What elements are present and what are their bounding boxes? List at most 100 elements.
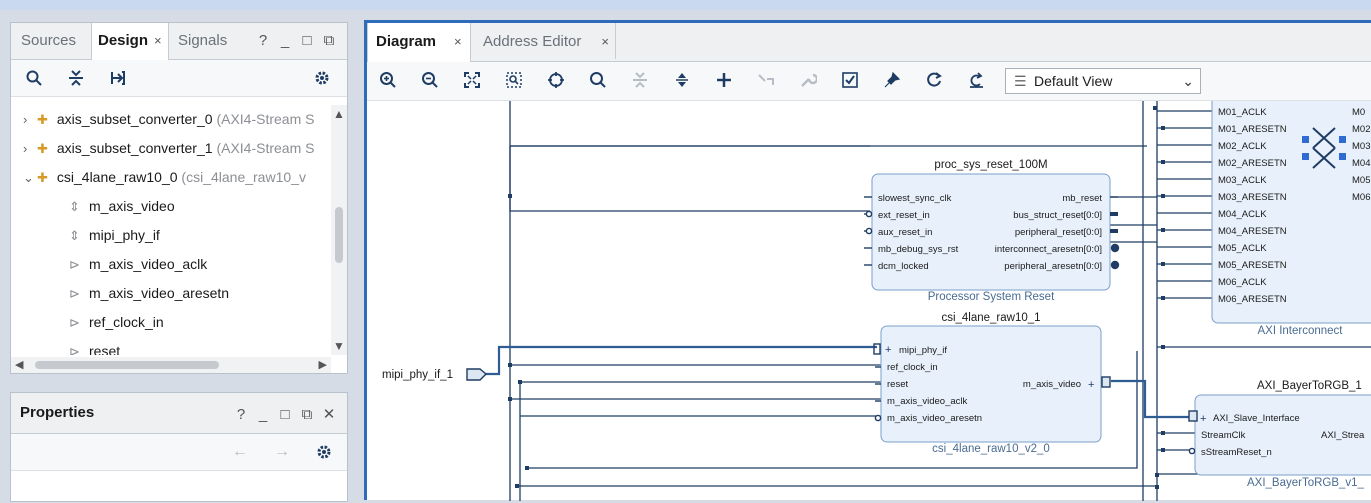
collapse-all-icon[interactable] [627, 68, 653, 92]
design-toolbar [11, 60, 347, 97]
float-icon[interactable]: ⧉ [323, 32, 335, 49]
crosshair-icon[interactable] [543, 68, 569, 92]
search-icon[interactable] [21, 66, 47, 90]
tab-signals[interactable]: Signals [178, 32, 228, 49]
block-body[interactable] [1194, 394, 1371, 476]
scroll-right-icon[interactable]: ▶ [318, 359, 327, 371]
tree-item[interactable]: ⇕m_axis_video [69, 192, 175, 221]
crossbar-icon [1302, 127, 1346, 169]
regenerate-layout-icon[interactable] [963, 68, 989, 92]
block-body[interactable] [1211, 101, 1371, 324]
port-shape[interactable] [466, 368, 488, 381]
wrench-icon[interactable] [795, 68, 821, 92]
block-subtitle: AXI_BayerToRGB_v1_ [1247, 477, 1365, 489]
properties-panel: Properties ? _ □ ⧉ ✕ ← → [10, 392, 348, 502]
pin-label: mipi_phy_if [899, 345, 947, 356]
scroll-down-icon[interactable]: ▼ [333, 339, 345, 353]
search-icon[interactable] [585, 68, 611, 92]
back-arrow-icon[interactable]: ← [232, 443, 248, 460]
scroll-left-icon[interactable]: ◀ [15, 359, 24, 371]
zoom-out-icon[interactable] [417, 68, 443, 92]
zoom-area-icon[interactable] [501, 68, 527, 92]
tree-item[interactable]: ›✚ axis_subset_converter_0 (AXI4-Stream … [23, 105, 314, 134]
proc-sys-reset-block[interactable]: proc_sys_reset_100M slowest_sync_clk ext… [871, 159, 1111, 303]
tab-diagram-label: Diagram [376, 33, 437, 50]
scroll-thumb[interactable] [335, 207, 343, 263]
expand-pin-icon[interactable]: + [1088, 379, 1094, 391]
scroll-thumb[interactable] [35, 361, 219, 369]
expand-pin-icon[interactable]: + [885, 344, 891, 356]
minimize-icon[interactable]: _ [258, 406, 268, 423]
refresh-icon[interactable] [921, 68, 947, 92]
csi-input-pins: mipi_phy_if ref_clock_in reset m_axis_vi… [887, 345, 982, 424]
pin-label: sStreamReset_n [1201, 447, 1272, 458]
close-icon[interactable]: × [454, 34, 462, 49]
chevron-right-icon[interactable]: › [23, 112, 28, 127]
pin-label: M03_ACLK [1218, 175, 1267, 186]
tree-item-label: m_axis_video_aclk [89, 256, 208, 272]
diagram-tabs: Diagram × Address Editor× [367, 23, 1371, 62]
close-icon[interactable]: × [601, 34, 609, 49]
pin-label: M04_ARESETN [1218, 226, 1287, 237]
tree-item[interactable]: ⌄✚ csi_4lane_raw10_0 (csi_4lane_raw10_v [23, 163, 306, 192]
expand-pin-icon[interactable]: + [1200, 413, 1206, 425]
pin-label: m_axis_video [1023, 379, 1081, 390]
validate-icon[interactable] [837, 68, 863, 92]
help-icon[interactable]: ? [236, 406, 246, 423]
expand-all-icon[interactable] [105, 66, 131, 90]
diagram-panel: Diagram × Address Editor× [364, 20, 1371, 503]
axi-bayer-block[interactable]: AXI_BayerToRGB_1 + AXI_Slave_Interface S… [1194, 380, 1371, 489]
chevron-down-icon[interactable]: ⌄ [23, 170, 34, 185]
horizontal-scrollbar[interactable]: ◀ ▶ [11, 357, 331, 373]
tree-item-desc: (csi_4lane_raw10_v [181, 169, 306, 185]
tree-item[interactable]: ›✚ axis_subset_converter_1 (AXI4-Stream … [23, 134, 314, 163]
gear-icon[interactable] [309, 66, 335, 90]
tree-item[interactable]: ⊳reset [69, 337, 120, 355]
tree-item[interactable]: ⊳m_axis_video_aclk [69, 250, 207, 279]
csi-block[interactable]: csi_4lane_raw10_1 + mipi_phy_if ref_cloc… [880, 312, 1102, 455]
pin-label: interconnect_aresetn[0:0] [995, 244, 1102, 255]
chevron-right-icon[interactable]: › [23, 141, 28, 156]
external-port-label[interactable]: mipi_phy_if_1 [382, 369, 453, 381]
axi-interconnect-block[interactable]: M01_ACLK M01_ARESETN M02_ACLK M02_ARESET… [1211, 101, 1371, 337]
expand-all-icon[interactable] [669, 68, 695, 92]
tree-item[interactable]: ⊳m_axis_video_aresetn [69, 279, 229, 308]
maximize-icon[interactable]: □ [280, 406, 290, 423]
maximize-icon[interactable]: □ [302, 32, 312, 49]
zoom-fit-icon[interactable] [459, 68, 485, 92]
pin-icon[interactable] [879, 68, 905, 92]
collapse-all-icon[interactable] [63, 66, 89, 90]
tab-diagram[interactable]: Diagram × [367, 23, 471, 62]
scroll-up-icon[interactable]: ▲ [333, 107, 345, 121]
tab-design[interactable]: Design× [91, 23, 169, 60]
forward-arrow-icon[interactable]: → [274, 443, 290, 460]
pin-label: reset [887, 379, 908, 390]
connect-icon[interactable] [753, 68, 779, 92]
help-icon[interactable]: ? [258, 32, 268, 49]
close-icon[interactable]: ✕ [322, 406, 336, 423]
pin-label: bus_struct_reset[0:0] [1013, 210, 1102, 221]
interconnect-ports: M01_ACLK M01_ARESETN M02_ACLK M02_ARESET… [1218, 107, 1287, 305]
tree-item[interactable]: ⊳ref_clock_in [69, 308, 164, 337]
ip-core-icon: ✚ [37, 112, 48, 127]
close-icon[interactable]: × [154, 33, 162, 48]
tree-item-label: csi_4lane_raw10_0 [56, 169, 178, 185]
tab-address-editor[interactable]: Address Editor× [477, 23, 616, 59]
tab-sources[interactable]: Sources [21, 32, 77, 49]
tree-item-label: ref_clock_in [89, 314, 164, 330]
zoom-in-icon[interactable] [375, 68, 401, 92]
chevron-down-icon: ⌄ [1182, 73, 1194, 89]
pin-label: slowest_sync_clk [878, 193, 952, 204]
gear-icon[interactable] [311, 440, 337, 464]
minimize-icon[interactable]: _ [280, 32, 290, 49]
ip-core-icon: ✚ [37, 170, 48, 185]
add-ip-icon[interactable] [711, 68, 737, 92]
block-design-canvas[interactable]: mipi_phy_if_1 proc_sys_reset_100M slowes… [367, 101, 1371, 503]
bayer-input-pins: AXI_Slave_Interface StreamClk sStreamRes… [1201, 413, 1300, 458]
tree-item[interactable]: ⇕mipi_phy_if [69, 221, 160, 250]
properties-toolbar: ← → [11, 434, 347, 471]
pin-label: ext_reset_in [878, 210, 930, 221]
vertical-scrollbar[interactable]: ▲ ▼ [331, 105, 347, 355]
float-icon[interactable]: ⧉ [301, 406, 313, 423]
view-select[interactable]: ☰ Default View ⌄ [1005, 68, 1201, 94]
